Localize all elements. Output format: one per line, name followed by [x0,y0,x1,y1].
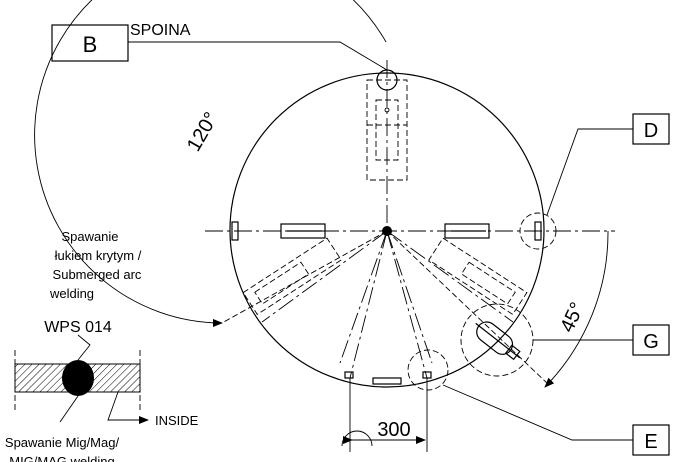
dim-300-label: 300 [377,419,410,441]
top-slot-inner [375,99,399,161]
left-diagonal-slot [242,237,342,316]
nozzle-g [475,321,521,361]
rim-tab-right [534,221,542,241]
angle-120-label: 120° [183,109,223,156]
dimension-arc-120 [34,0,387,327]
leader-b [128,41,388,71]
label-g: G [643,331,659,353]
mig-text-2: MIG/MAG welding [9,454,114,462]
radial-line [386,230,428,379]
rim-tab-bottom-left [344,371,354,379]
wps-label: WPS 014 [44,319,112,336]
nozzle-top-pin [384,107,390,113]
detail-circle-d [519,212,557,250]
radial-line [349,230,388,379]
radial-line [339,230,388,364]
saw-text-1: Spawanie [61,229,118,244]
right-diagonal-slot [428,237,528,316]
dim-300-arc-symbol [341,430,373,447]
leader-d [546,128,633,216]
mig-text-1: Spawanie Mig/Mag/ [5,435,120,450]
rim-tab-left [231,221,239,241]
left-slot [280,223,326,239]
saw-text-3: Submerged arc [53,267,142,282]
dimension-arc-45-leader [386,230,549,385]
angle-45-label: 45° [556,299,589,336]
radial-line [386,230,433,364]
right-slot [444,223,490,239]
top-slot-outer [366,79,408,181]
weld-section [14,334,149,424]
spoina-label: SPOINA [130,22,191,39]
saw-text-4: welding [49,286,94,301]
detail-circle-e [407,349,449,391]
rim-tab-bottom [372,377,402,385]
radial-line [261,230,388,323]
label-e: E [644,431,657,453]
inside-label: INSIDE [155,413,199,428]
dimension-arc-45 [544,230,609,388]
saw-text-2: łukiem krytym / [55,248,142,263]
label-d: D [644,120,658,142]
radial-line [386,230,514,323]
leader-e [442,384,633,441]
label-b: B [83,32,98,57]
label-box-b [51,24,129,62]
